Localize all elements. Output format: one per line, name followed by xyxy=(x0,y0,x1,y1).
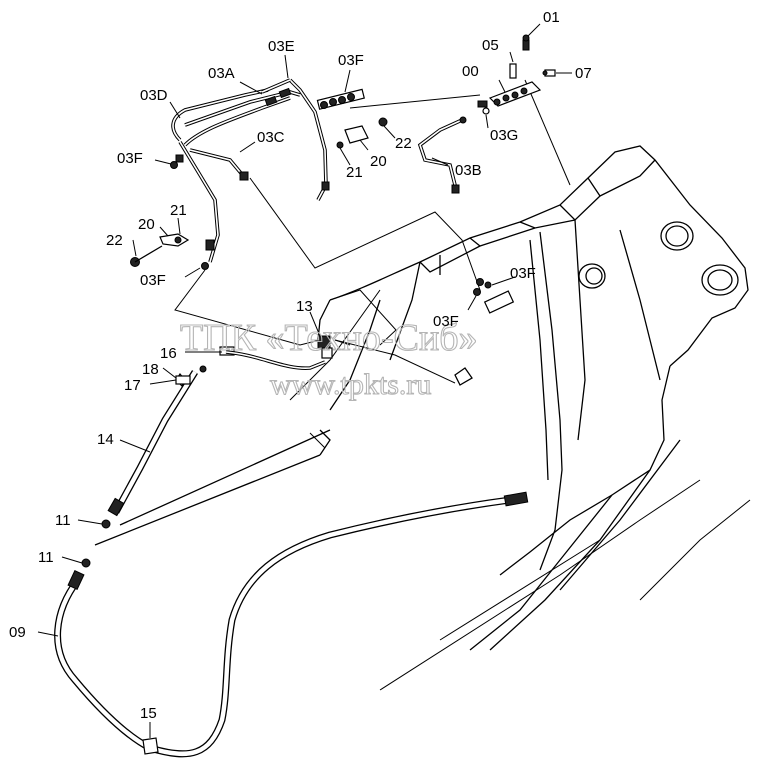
callout-22-top: 22 xyxy=(395,135,412,152)
callout-03E: 03E xyxy=(268,38,295,55)
hose-14 xyxy=(101,370,198,529)
callout-22-left: 22 xyxy=(106,232,123,249)
hose-13 xyxy=(225,335,333,370)
mid-fittings xyxy=(473,278,515,314)
callout-03B: 03B xyxy=(455,162,482,179)
callout-21-top: 21 xyxy=(346,164,363,181)
callout-01: 01 xyxy=(543,9,560,26)
hose-09 xyxy=(54,491,529,758)
callout-14: 14 xyxy=(97,431,114,448)
top-pipe-assembly xyxy=(171,34,556,263)
callout-11-a: 11 xyxy=(55,512,71,529)
callout-18: 18 xyxy=(142,361,159,378)
callout-00: 00 xyxy=(462,63,479,80)
callout-16: 16 xyxy=(160,345,177,362)
callout-03A: 03A xyxy=(208,65,235,82)
callout-03G: 03G xyxy=(490,127,518,144)
callout-20-left: 20 xyxy=(138,216,155,233)
callout-03F-top: 03F xyxy=(338,52,364,69)
callout-leaders xyxy=(37,23,572,738)
callout-20-top: 20 xyxy=(370,153,387,170)
callout-03F-lower: 03F xyxy=(140,272,166,289)
callout-03F-right: 03F xyxy=(510,265,536,282)
manifold-block xyxy=(477,34,556,115)
watermark-url: www.tpkts.ru xyxy=(270,368,431,401)
callout-03F-mid: 03F xyxy=(433,313,459,330)
callout-13: 13 xyxy=(296,298,313,315)
callout-05: 05 xyxy=(482,37,499,54)
callout-labels: 01 05 00 07 03G 03E 03F 03A 03D 03C 22 2… xyxy=(9,9,592,722)
watermark: ТПК «Техно-Сиб» www.tpkts.ru xyxy=(179,316,478,401)
callout-03D: 03D xyxy=(140,87,168,104)
callout-03C: 03C xyxy=(257,129,285,146)
callout-03F-left: 03F xyxy=(117,150,143,167)
callout-17: 17 xyxy=(124,377,141,394)
callout-11-b: 11 xyxy=(38,549,54,566)
callout-21-left: 21 xyxy=(170,202,187,219)
connector-block-top xyxy=(316,88,365,110)
callout-07: 07 xyxy=(575,65,592,82)
boom-frame xyxy=(94,145,751,691)
watermark-company: ТПК «Техно-Сиб» xyxy=(180,317,478,359)
leader-lines xyxy=(174,79,571,384)
left-clamp-assembly xyxy=(130,161,209,270)
callout-09: 09 xyxy=(9,624,26,641)
callout-15: 15 xyxy=(140,705,157,722)
